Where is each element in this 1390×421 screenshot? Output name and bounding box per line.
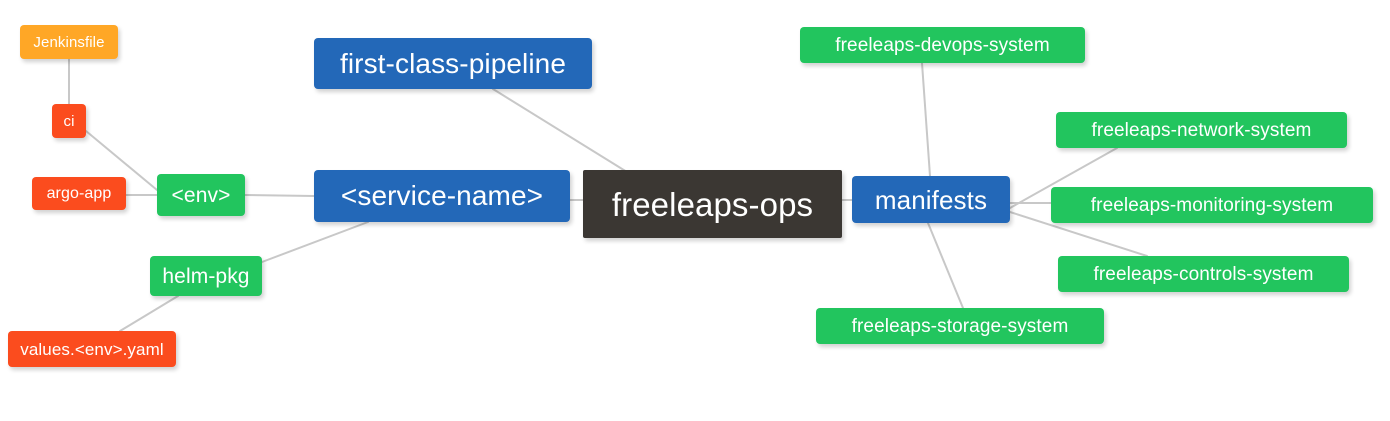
edge-values-yaml-to-helm-pkg (119, 295, 179, 332)
mindmap-node-label: freeleaps-ops (611, 185, 814, 223)
mindmap-node-freeleaps-controls-system[interactable]: freeleaps-controls-system (1058, 256, 1349, 292)
mindmap-node-freeleaps-devops-system[interactable]: freeleaps-devops-system (800, 27, 1085, 63)
mindmap-node-freeleaps-network-system[interactable]: freeleaps-network-system (1056, 112, 1347, 148)
mindmap-node-label: first-class-pipeline (339, 47, 567, 79)
edge-manifests-to-freeleaps-devops-system (921, 62, 931, 177)
edge-first-class-pipeline-to-freeleaps-ops (492, 88, 628, 173)
mindmap-node-freeleaps-storage-system[interactable]: freeleaps-storage-system (816, 308, 1104, 344)
mindmap-node-label: freeleaps-storage-system (851, 315, 1069, 337)
mindmap-node-label: freeleaps-network-system (1091, 119, 1312, 141)
mindmap-node-service-name[interactable]: <service-name> (314, 170, 570, 222)
mindmap-node-manifests[interactable]: manifests (852, 176, 1010, 223)
mindmap-node-label: argo-app (46, 184, 112, 202)
mindmap-node-label: <service-name> (340, 180, 544, 211)
mindmap-node-label: Jenkinsfile (33, 33, 105, 51)
mindmap-node-first-class-pipeline[interactable]: first-class-pipeline (314, 38, 592, 89)
mindmap-node-label: freeleaps-devops-system (835, 34, 1050, 56)
edge-manifests-to-freeleaps-storage-system (927, 222, 964, 309)
mindmap-node-label: manifests (874, 184, 988, 215)
mindmap-node-freeleaps-ops[interactable]: freeleaps-ops (583, 170, 842, 238)
mindmap-node-label: values.<env>.yaml (20, 339, 164, 359)
mindmap-node-argo-app[interactable]: argo-app (32, 177, 126, 210)
mindmap-node-jenkinsfile[interactable]: Jenkinsfile (20, 25, 118, 59)
mindmap-node-label: freeleaps-controls-system (1093, 263, 1314, 285)
mindmap-node-label: <env> (171, 183, 231, 207)
mindmap-node-ci[interactable]: ci (52, 104, 86, 138)
edge-env-to-service-name (244, 194, 315, 197)
mindmap-node-label: ci (63, 112, 75, 130)
mindmap-node-values-yaml[interactable]: values.<env>.yaml (8, 331, 176, 367)
mindmap-node-freeleaps-monitoring-system[interactable]: freeleaps-monitoring-system (1051, 187, 1373, 223)
edge-helm-pkg-to-service-name (261, 221, 369, 263)
mindmap-node-helm-pkg[interactable]: helm-pkg (150, 256, 262, 296)
mindmap-node-label: helm-pkg (162, 264, 250, 288)
mindmap-node-label: freeleaps-monitoring-system (1090, 194, 1334, 216)
mindmap-node-env[interactable]: <env> (157, 174, 245, 216)
